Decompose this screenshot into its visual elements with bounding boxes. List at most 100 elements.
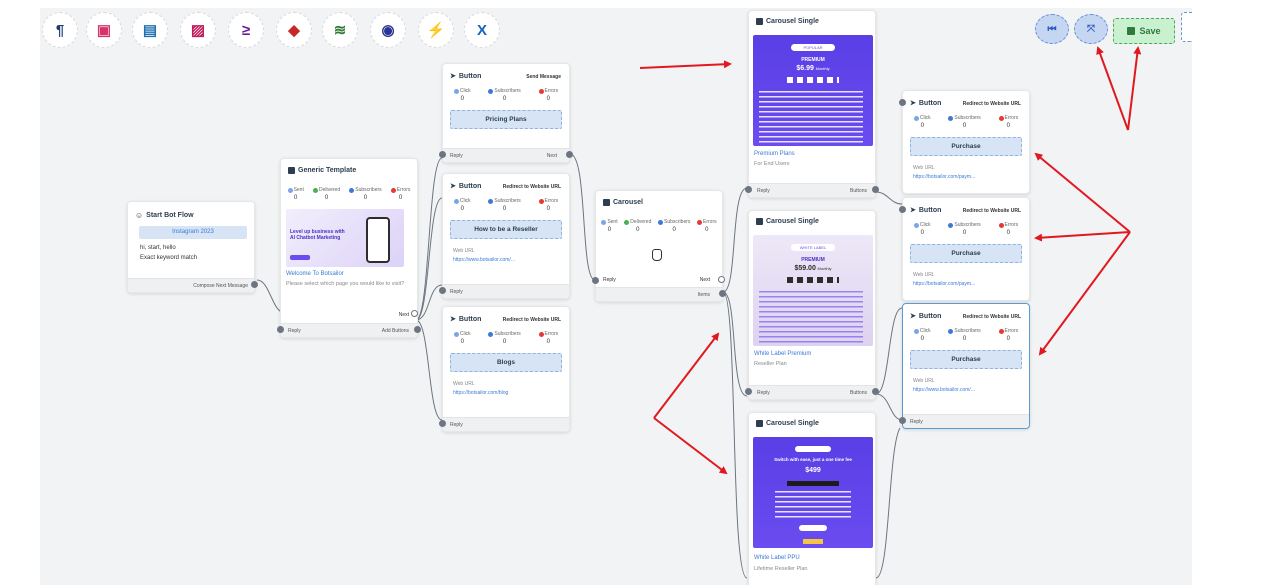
template-icon (288, 167, 295, 174)
plan-footer-bar (803, 539, 823, 544)
input-port[interactable] (899, 417, 906, 424)
input-port[interactable] (439, 287, 446, 294)
buttons-label: Buttons (850, 390, 867, 396)
carousel-single-white-label-premium[interactable]: Carousel Single WHITE LABEL PREMIUM $59.… (745, 210, 879, 400)
stat-label: Click (919, 328, 931, 334)
cursor-icon: ➤ (450, 316, 456, 323)
toolbar-stack-button[interactable]: ≋ (322, 12, 358, 48)
button-label-pill[interactable]: Blogs (450, 353, 562, 372)
web-url-link[interactable]: https://botsailor.com/paym... (913, 281, 976, 287)
stat-label: Errors (544, 198, 559, 204)
toolbar-condition-button[interactable]: ≥ (228, 12, 264, 48)
connector (415, 197, 443, 321)
button-label-pill[interactable]: Pricing Plans (450, 110, 562, 129)
save-button[interactable]: Save (1113, 18, 1175, 44)
items-port[interactable] (719, 290, 726, 297)
web-url-link[interactable]: https://botsailor.com/blog (453, 390, 509, 396)
carousel-single-title-text: Carousel Single (766, 218, 819, 225)
template-card-title: Welcome To Botsailor (286, 271, 344, 277)
collapse-left-button[interactable]: ⏮ (1035, 14, 1069, 44)
input-port[interactable] (745, 186, 752, 193)
stat-label: Click (459, 88, 471, 94)
web-url-link[interactable]: https://botsailor.com/paym... (913, 174, 976, 180)
toolbar-camera-button[interactable]: ▣ (86, 12, 122, 48)
input-port[interactable] (439, 151, 446, 158)
next-label: Next (546, 153, 557, 159)
toolbar-plug-button[interactable]: ⚡ (418, 12, 454, 48)
button-label-pill[interactable]: Purchase (910, 350, 1022, 369)
toolbar-excel-button[interactable]: X (464, 12, 500, 48)
more-button[interactable] (1181, 12, 1192, 42)
input-port[interactable] (745, 388, 752, 395)
next-port[interactable] (718, 276, 725, 283)
carousel-single-title-text: Carousel Single (766, 420, 819, 427)
web-url-link[interactable]: https://www.botsailor.com/... (453, 257, 515, 263)
toolbar-image-button[interactable]: ▨ (180, 12, 216, 48)
input-port[interactable] (592, 277, 599, 284)
toolbar-contact-card-button[interactable]: ▤ (132, 12, 168, 48)
stat-value: 0 (705, 227, 709, 233)
buttons-port[interactable] (872, 388, 879, 395)
stat-value: 0 (962, 123, 967, 129)
stat-label: Click (459, 198, 471, 204)
stack-icon: ≋ (333, 22, 347, 39)
user-icon (948, 115, 954, 121)
keyword-list: hi, start, hello (140, 245, 176, 251)
input-port[interactable] (277, 326, 284, 333)
input-port[interactable] (899, 206, 906, 213)
plan-image: Switch with ease, just a one time fee $4… (753, 437, 873, 548)
web-url-label: Web URL (913, 272, 935, 278)
connector (875, 427, 901, 579)
stat-label: Errors (1004, 115, 1019, 121)
stat-value: 0 (398, 195, 403, 201)
button-label-pill[interactable]: Purchase (910, 244, 1022, 263)
carousel-single-premium[interactable]: Carousel Single POPULAR PREMIUM $6.99 Mo… (745, 10, 879, 198)
carousel-single-white-label-ppu[interactable]: Carousel Single Switch with ease, just a… (748, 412, 876, 585)
button-type: Redirect to Website URL (502, 317, 561, 323)
reply-label: Reply (450, 289, 463, 295)
check-icon (312, 187, 318, 193)
flow-canvas[interactable]: ¶▣ ▤ ▨ ≥ ◆ ≋ ◉ ⚡ X ☺ Start Bot Flow Instagram 20… (40, 8, 1192, 585)
save-icon (1127, 27, 1136, 35)
button-label-pill[interactable]: Purchase (910, 137, 1022, 156)
stat-value: 0 (920, 123, 924, 129)
annotation-arrow (1038, 231, 1131, 356)
web-url-label: Web URL (453, 381, 475, 387)
toolbar-paragraph-button[interactable]: ¶ (42, 12, 78, 48)
plan-features (759, 291, 863, 343)
stat-label: Subscribers (494, 331, 521, 337)
buttons-port[interactable] (872, 186, 879, 193)
buttons-label: Buttons (850, 188, 867, 194)
items-label: Items (697, 292, 710, 298)
next-port[interactable] (411, 310, 418, 317)
stat-label: Sent (607, 219, 618, 225)
input-port[interactable] (899, 99, 906, 106)
button-label-pill[interactable]: How to be a Reseller (450, 220, 562, 239)
carousel-item-name: White Label Premium (754, 351, 812, 357)
next-port[interactable] (566, 151, 573, 158)
image-icon (756, 218, 763, 225)
toolbar-paint-bucket-button[interactable]: ◆ (276, 12, 312, 48)
toolbar-robot-button[interactable]: ◉ (370, 12, 406, 48)
fullscreen-button[interactable]: ⤧ (1074, 14, 1108, 44)
start-bot-flow-node[interactable]: ☺ Start Bot Flow Instagram 2023 hi, star… (127, 201, 258, 293)
stat-value: 0 (636, 227, 640, 233)
input-port[interactable] (439, 420, 446, 427)
output-port[interactable] (251, 281, 258, 288)
buttons-port[interactable] (414, 326, 421, 333)
web-url-link[interactable]: https://www.botsailor.com/... (913, 387, 975, 393)
carousel-title: Carousel (603, 199, 643, 206)
